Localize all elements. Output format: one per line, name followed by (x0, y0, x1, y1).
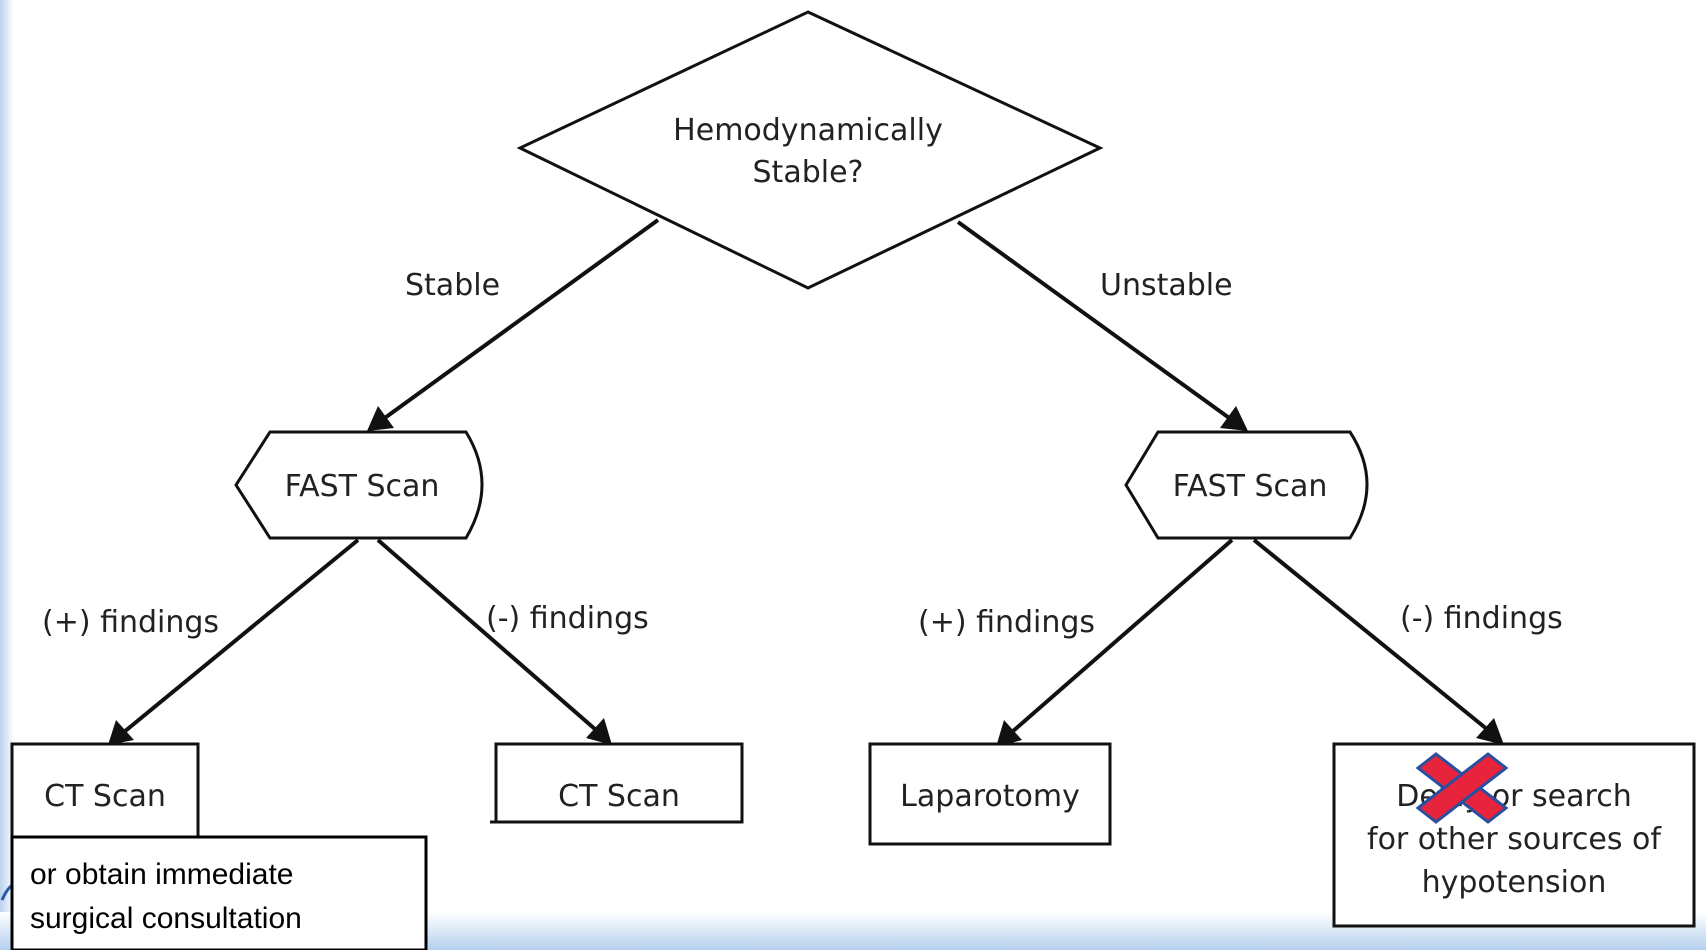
arrowhead-icon (108, 720, 134, 745)
stable-edge: Stable (367, 218, 660, 431)
red-x-cross-icon (1415, 752, 1509, 824)
left-neg-findings-label: (-) findings (486, 601, 649, 636)
right-neg-edge: (-) findings (1252, 538, 1563, 745)
arrowhead-icon (586, 718, 612, 745)
arrowhead-icon (367, 406, 394, 431)
note-line2: surgical consultation (30, 902, 302, 935)
note-box (10, 835, 428, 950)
note-line1: or obtain immediate (30, 858, 293, 891)
outcome-left-neg: CT Scan (490, 742, 744, 824)
left-fast-scan-node: FAST Scan (234, 430, 484, 540)
outcome-box (868, 742, 1112, 846)
outcome-label: CT Scan (558, 779, 680, 814)
right-pos-edge: (+) findings (918, 538, 1234, 747)
decision-diamond (516, 10, 1104, 290)
decision-label-line2: Stable? (753, 155, 864, 190)
unstable-branch-label: Unstable (1100, 268, 1233, 303)
outcome-right-pos: Laparotomy (868, 742, 1112, 846)
outcome-box (1332, 742, 1696, 928)
outcome-label-line3: hypotension (1422, 865, 1607, 900)
right-fast-scan-shape (1124, 430, 1369, 540)
left-neg-edge: (-) findings (376, 538, 649, 745)
left-pos-edge: (+) findings (42, 538, 360, 745)
right-fast-scan-label: FAST Scan (1173, 469, 1328, 504)
left-pos-findings-label: (+) findings (42, 605, 219, 640)
right-neg-findings-label: (-) findings (1400, 601, 1563, 636)
outcome-label: CT Scan (44, 779, 166, 814)
background-left-band (0, 0, 14, 950)
right-pos-findings-label: (+) findings (918, 605, 1095, 640)
arrowhead-icon (996, 720, 1022, 747)
left-fast-scan-shape (234, 430, 484, 540)
outcome-label: Laparotomy (900, 779, 1080, 814)
unstable-edge: Unstable (956, 220, 1248, 431)
decision-node: Hemodynamically Stable? (516, 10, 1104, 290)
arrowhead-icon (1220, 406, 1248, 431)
outcome-left-pos: CT Scan (10, 742, 200, 846)
surgical-consultation-note: or obtain immediate surgical consultatio… (0, 835, 428, 950)
outcome-right-neg: Delay or search for other sources of hyp… (1332, 742, 1696, 928)
stable-branch-label: Stable (405, 268, 500, 303)
left-fast-scan-label: FAST Scan (285, 469, 440, 504)
right-fast-scan-node: FAST Scan (1124, 430, 1369, 540)
arrowhead-icon (1476, 718, 1504, 745)
outcome-label-line2: for other sources of (1367, 822, 1662, 857)
decision-label-line1: Hemodynamically (673, 113, 943, 148)
